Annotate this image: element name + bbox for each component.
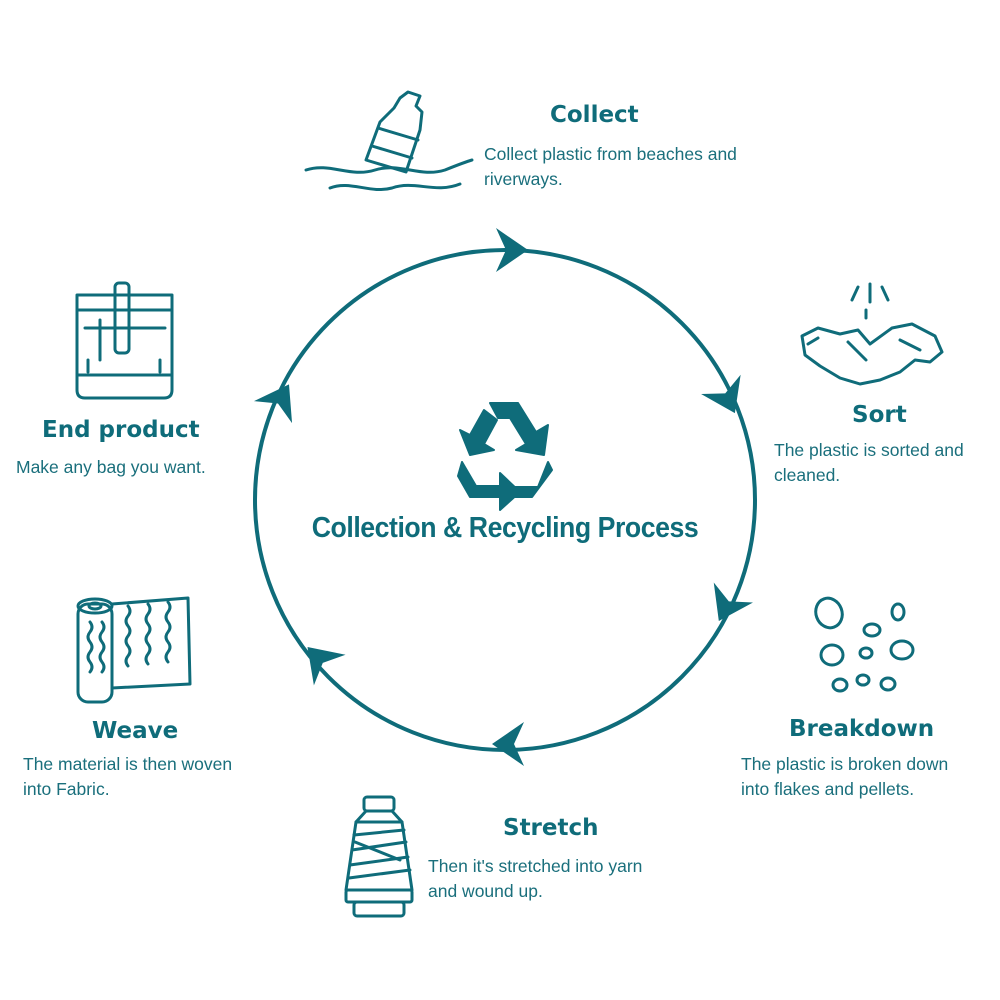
step-desc-weave: The material is then woven into Fabric. — [23, 754, 233, 799]
arrow-icon — [496, 228, 528, 272]
step-desc-collect: Collect plastic from beaches and riverwa… — [484, 144, 737, 189]
step-title-end-product: End product — [42, 417, 200, 443]
step-desc-end-product: Make any bag you want. — [16, 457, 206, 477]
step-title-collect: Collect — [550, 102, 639, 128]
arrow-icon — [253, 384, 293, 424]
step-title-breakdown: Breakdown — [789, 716, 935, 742]
crushed-bottle-icon — [800, 282, 944, 386]
floating-bottle-icon — [304, 90, 474, 191]
arrow-icon — [713, 582, 753, 622]
step-title-weave: Weave — [92, 718, 179, 744]
step-desc-sort: The plastic is sorted and cleaned. — [774, 440, 964, 485]
step-desc-breakdown: The plastic is broken down into flakes a… — [741, 754, 949, 799]
arrow-icon — [492, 722, 524, 766]
step-title-sort: Sort — [852, 402, 907, 428]
yarn-spool-icon — [344, 795, 414, 918]
recycle-icon — [457, 402, 553, 511]
backpack-icon — [75, 281, 174, 400]
step-desc-stretch: Then it's stretched into yarn and wound … — [428, 856, 643, 901]
step-title-stretch: Stretch — [503, 815, 599, 841]
arrow-icon — [701, 374, 741, 414]
arrow-icon — [307, 647, 346, 686]
diagram-title: Collection & Recycling Process — [311, 512, 699, 544]
fabric-roll-icon — [76, 596, 192, 704]
cycle-arrows — [253, 228, 753, 766]
pellets-icon — [814, 596, 915, 693]
